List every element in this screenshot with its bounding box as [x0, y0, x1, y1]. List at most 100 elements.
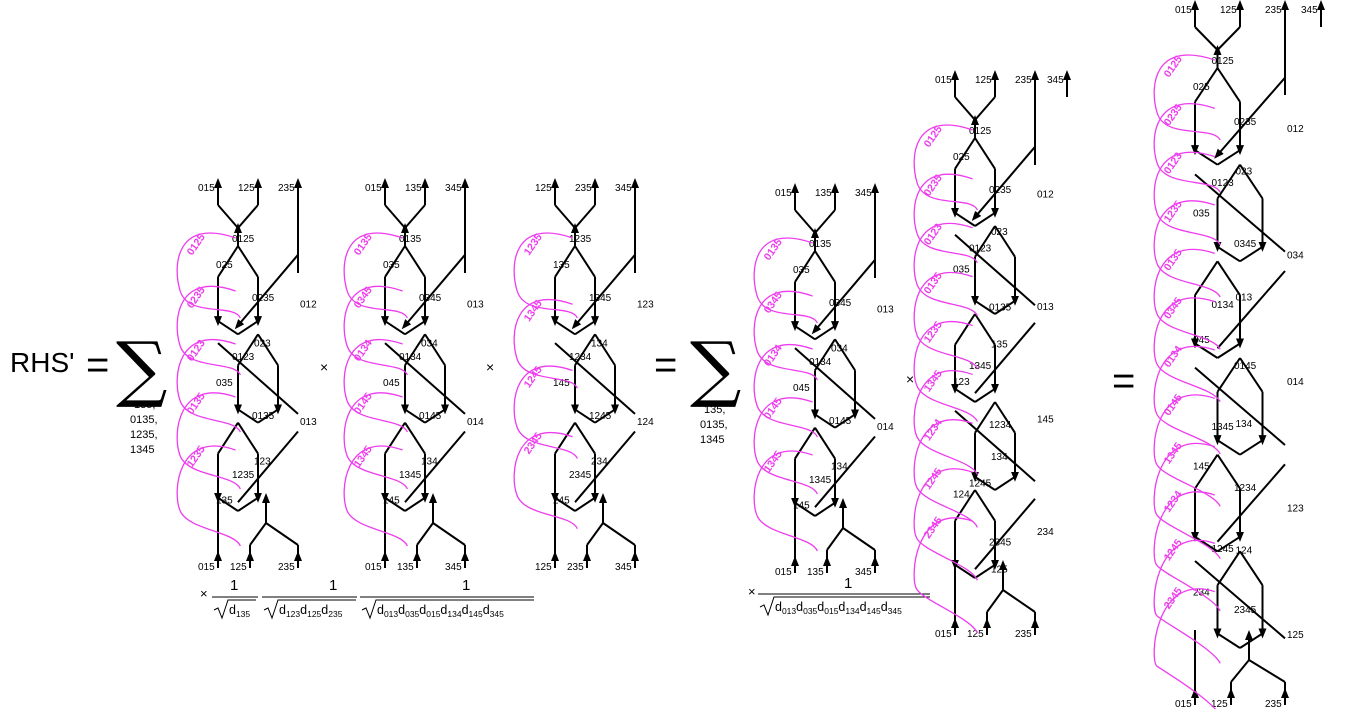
- magenta-label: 0123: [922, 221, 945, 247]
- top-label: 235: [1015, 75, 1032, 86]
- vertex-label: 0145: [829, 416, 852, 427]
- edge-label: 134: [831, 461, 848, 472]
- magenta-label: 1245: [522, 364, 545, 390]
- magenta-loop: [176, 338, 241, 433]
- vertex-label: 0123: [232, 352, 255, 363]
- diamond-wire: [404, 422, 426, 455]
- bottom-label: 125: [1211, 699, 1228, 709]
- magenta-label: 0125: [922, 124, 945, 150]
- magenta-loop: [1153, 539, 1221, 664]
- vertex-label: 0345: [829, 298, 852, 309]
- d-symbol: d: [229, 603, 236, 617]
- diamond-wire: [974, 211, 996, 227]
- diamond-wire: [1239, 550, 1264, 586]
- edge-label: 013: [300, 417, 317, 428]
- magenta-label: 1245: [922, 466, 945, 492]
- vertex-label: 2345: [989, 537, 1012, 548]
- edge-label: 034: [1287, 251, 1304, 262]
- edge-label: 123: [953, 377, 970, 388]
- top-label: 235: [575, 183, 592, 194]
- magenta-label: 0135: [352, 232, 375, 258]
- diamond-wire: [994, 475, 1016, 491]
- bottom-label: 135: [397, 562, 414, 573]
- vertex-label: 1245: [589, 411, 612, 422]
- diamond-wire: [1216, 260, 1241, 296]
- fork-wire: [1230, 659, 1250, 683]
- fork-wire: [794, 209, 816, 234]
- denominator: d123d125d235: [279, 603, 343, 619]
- edge-label: 025: [953, 152, 970, 163]
- d-symbol: d: [398, 603, 405, 617]
- edge-label: 013: [467, 299, 484, 310]
- crossing-wire: [974, 498, 1036, 570]
- diamond-wire: [994, 225, 1016, 258]
- diamond-wire: [1216, 149, 1241, 166]
- diamond-wire: [814, 338, 836, 371]
- magenta-label: 1245: [1162, 537, 1185, 563]
- magenta-loop: [513, 365, 578, 459]
- fork-wire: [954, 96, 976, 121]
- magenta-label: 0123: [185, 338, 208, 364]
- magenta-loop: [753, 343, 818, 438]
- diamond-wire: [974, 563, 996, 579]
- fork-wire: [1002, 589, 1036, 613]
- diamond-wire: [954, 563, 976, 579]
- vertex-label: 0134: [809, 357, 832, 368]
- diamond-wire: [974, 489, 996, 522]
- edge-label: 145: [1193, 461, 1210, 472]
- edge-label: 123: [254, 456, 271, 467]
- magenta-label: 1234: [922, 417, 945, 443]
- magenta-loop: [513, 431, 578, 530]
- crossing-wire: [974, 322, 1036, 394]
- bottom-label: 125: [230, 562, 247, 573]
- equals-sign: =: [654, 343, 677, 387]
- vertex-label: 0135: [252, 411, 275, 422]
- diamond-wire: [1239, 245, 1264, 263]
- fraction-2: × 1 d013d035d015d134d145d345: [748, 575, 930, 617]
- vertex-label: 2345: [1234, 605, 1257, 616]
- magenta-label: 0345: [762, 290, 785, 316]
- vertex-label: 1234: [1234, 483, 1257, 494]
- diamond-wire: [1194, 454, 1219, 490]
- top-label: 015: [1175, 5, 1192, 16]
- diamond-wire: [974, 387, 996, 403]
- d-subscript: 134: [447, 609, 461, 619]
- vertex-label: 1345: [399, 470, 422, 481]
- edge-label: 123: [1287, 503, 1304, 514]
- crossing-wire: [794, 347, 876, 420]
- vertex-label: 1234: [569, 352, 592, 363]
- edge-label: 125: [991, 565, 1008, 576]
- edge-label: 035: [383, 260, 400, 271]
- diamond-wire: [1216, 357, 1241, 393]
- bottom-label: 015: [365, 562, 382, 573]
- d-symbol: d: [817, 600, 824, 614]
- fork-wire: [1194, 26, 1219, 51]
- diamond-wire: [834, 413, 856, 429]
- fork-wire: [404, 204, 426, 229]
- edge-label: 014: [877, 422, 894, 433]
- sum2-index: 1345: [700, 434, 724, 446]
- magenta-label: 2345: [1162, 585, 1185, 611]
- diamond-wire: [1239, 164, 1264, 200]
- magenta-label: 0235: [185, 285, 208, 311]
- edge-label: 023: [254, 339, 271, 350]
- crossing-wire: [217, 342, 299, 415]
- edge-label: 135: [553, 260, 570, 271]
- sum1-index: 135,: [134, 399, 155, 411]
- edge-label: 013: [1037, 302, 1054, 313]
- edge-label: 135: [216, 496, 233, 507]
- bottom-label: 345: [855, 567, 872, 578]
- top-label: 015: [365, 183, 382, 194]
- diamond-wire: [974, 401, 996, 434]
- fork-wire: [265, 522, 299, 546]
- crossing-wire: [814, 435, 876, 508]
- diamond-wire: [834, 338, 856, 371]
- edge-label: 134: [421, 456, 438, 467]
- vertex-label: 1345: [969, 361, 992, 372]
- crossing-wire: [1194, 173, 1286, 253]
- diamond-wire: [1216, 245, 1241, 263]
- magenta-loop: [913, 419, 978, 528]
